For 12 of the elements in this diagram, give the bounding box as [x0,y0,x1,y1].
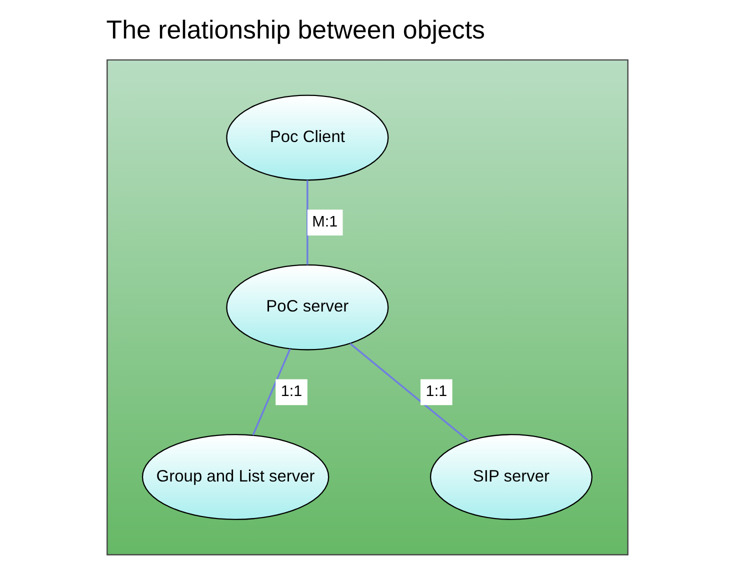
node-ellipse: Group and List server [142,434,330,520]
node-ellipse: SIP server [430,434,593,520]
cluster [106,59,628,556]
connector [252,348,291,436]
connector [350,342,470,442]
connector [306,180,308,265]
edge-label: 1:1 [426,383,448,400]
node-ellipse: Poc Client [226,94,389,181]
node-ellipse: PoC server [226,264,389,350]
edge-label: 1:1 [280,383,302,400]
diagram-title: The relationship between objects [106,16,486,44]
edge-label: M:1 [312,214,338,231]
